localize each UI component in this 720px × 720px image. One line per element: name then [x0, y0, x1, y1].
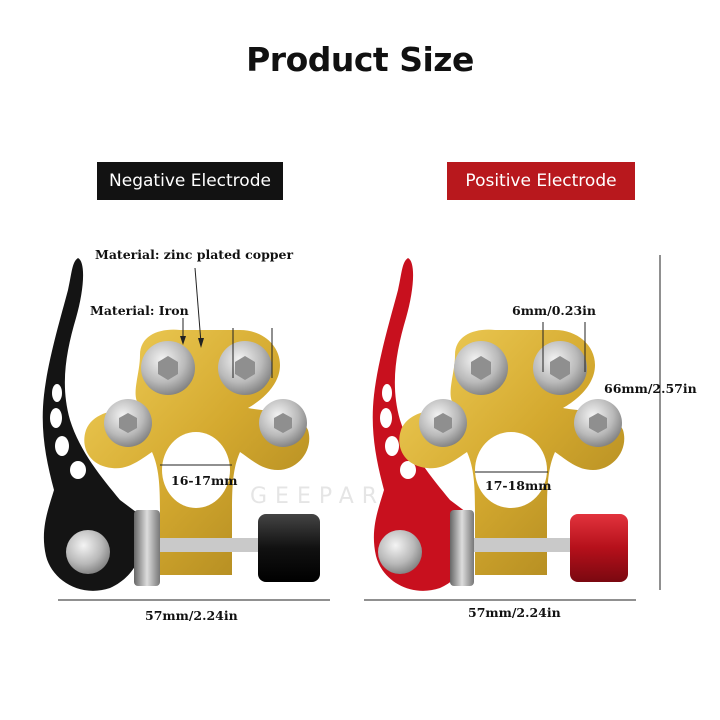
label-material-iron: Material: Iron: [90, 303, 189, 318]
watermark: GEEPART: [250, 484, 405, 509]
positive-electrode-tag: Positive Electrode: [447, 162, 635, 200]
label-positive-height: 66mm/2.57in: [604, 381, 697, 396]
lever-pivot-icon: [66, 530, 110, 574]
negative-lever: [42, 258, 144, 591]
dimension-lines: [58, 255, 661, 601]
lever-pivot-icon: [378, 530, 422, 574]
label-negative-width: 57mm/2.24in: [145, 608, 238, 623]
negative-clamp: [42, 258, 320, 591]
positive-clamp: [372, 258, 628, 591]
page-title: Product Size: [246, 40, 474, 79]
label-positive-width: 57mm/2.24in: [468, 605, 561, 620]
positive-nut: [570, 514, 628, 582]
label-positive-inner-size: 17-18mm: [485, 478, 552, 493]
positive-lever: [372, 258, 474, 591]
label-material-copper: Material: zinc plated copper: [95, 247, 294, 262]
label-negative-inner-size: 16-17mm: [171, 473, 238, 488]
label-bolt-size: 6mm/0.23in: [512, 303, 596, 318]
negative-electrode-tag: Negative Electrode: [97, 162, 283, 200]
negative-nut: [258, 514, 320, 582]
